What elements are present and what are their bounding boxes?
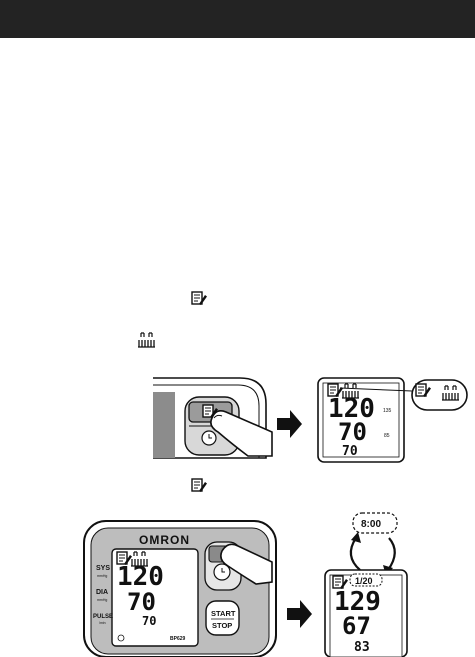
display-right-dia: 67 xyxy=(342,612,371,640)
device-screen xyxy=(111,548,199,647)
display-top-sys-small: 135 xyxy=(383,408,392,414)
start-label: START xyxy=(211,609,236,618)
label-dia: DIA xyxy=(96,589,108,596)
label-pulse: PULSE xyxy=(93,614,113,620)
display-right-pulse: 83 xyxy=(354,640,370,655)
memory-index: 1/20 xyxy=(355,576,373,586)
label-dia-unit: mmHg xyxy=(97,598,107,602)
heart-icon xyxy=(117,634,125,642)
arrow-right-icon xyxy=(287,600,312,628)
display-left-dia: 70 xyxy=(127,588,156,616)
finger-pressing xyxy=(220,543,273,585)
display-left-sys: 120 xyxy=(117,562,164,592)
model-label: BP629 xyxy=(170,636,186,642)
time-value: 8:00 xyxy=(361,519,381,530)
display-top-pulse: 70 xyxy=(342,444,358,459)
display-right-sys: 129 xyxy=(334,587,381,617)
label-sys-unit: mmHg xyxy=(97,574,107,578)
clock-icon xyxy=(221,568,225,573)
stop-label: STOP xyxy=(212,621,232,630)
brand-logo: OMRON xyxy=(139,533,190,547)
finger-pressing xyxy=(210,410,273,457)
label-sys: SYS xyxy=(96,565,110,572)
memo-icon xyxy=(191,478,208,493)
display-top: 120 135 70 85 70 xyxy=(317,377,413,463)
zoom-callout xyxy=(411,379,468,411)
start-stop-button[interactable] xyxy=(205,600,240,636)
header-bar xyxy=(0,0,475,38)
display-top-dia: 70 xyxy=(338,418,367,446)
display-top-dia-small: 85 xyxy=(384,433,390,439)
monitor-device: OMRON 120 70 70 SYS mmHg DIA mmHg PULSE … xyxy=(83,520,277,657)
display-left-pulse: 70 xyxy=(142,614,156,628)
display-bottom-right: 1/20 129 67 83 xyxy=(324,569,408,657)
display-top-sys: 120 xyxy=(328,394,375,424)
memory-bars-icon xyxy=(137,332,156,348)
arrow-right-icon xyxy=(277,410,302,438)
memo-icon xyxy=(191,291,208,306)
device-closeup xyxy=(153,377,273,459)
time-callout: 8:00 xyxy=(352,512,398,534)
label-pulse-unit: /min xyxy=(99,621,106,625)
